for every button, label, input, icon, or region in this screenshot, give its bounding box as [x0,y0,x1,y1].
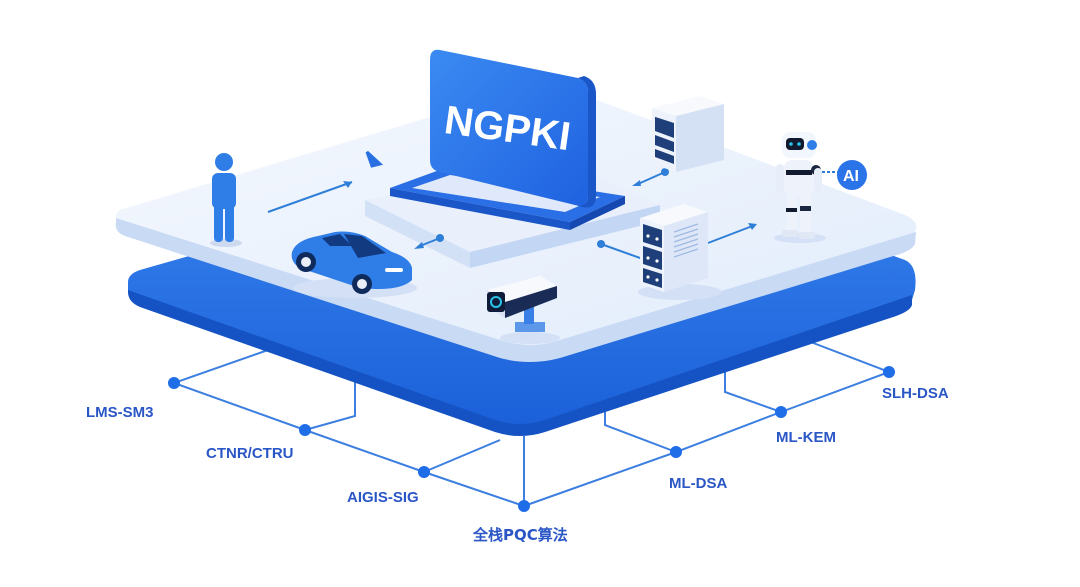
label-aigis-sig: AIGIS-SIG [347,489,419,506]
camera-icon [487,276,560,344]
node-ml-kem [775,406,787,418]
ai-badge: AI [837,160,867,190]
car-icon [291,231,417,298]
node-slh-dsa [883,366,895,378]
flow-arrows [267,150,757,259]
server-top-icon [652,96,724,172]
label-full-stack-pqc: 全栈PQC算法 [472,526,568,544]
label-slh-dsa: SLH-DSA [882,385,949,402]
node-ctnr-ctru [299,424,311,436]
robot-icon [774,132,838,243]
label-ml-dsa: ML-DSA [669,475,727,492]
server-front-icon [638,204,722,300]
ai-badge-label: AI [843,168,859,185]
label-ctnr-ctru: CTNR/CTRU [206,445,294,462]
person-icon [210,153,242,247]
label-lms-sm3: LMS-SM3 [86,404,154,421]
node-lms-sm3 [168,377,180,389]
ngpki-monitor: NGPKI [390,49,625,230]
node-ml-dsa [670,446,682,458]
label-ml-kem: ML-KEM [776,429,836,446]
algorithm-labels: LMS-SM3 CTNR/CTRU AIGIS-SIG 全栈PQC算法 ML-D… [86,385,949,544]
node-aigis-sig [418,466,430,478]
node-full-pqc [518,500,530,512]
